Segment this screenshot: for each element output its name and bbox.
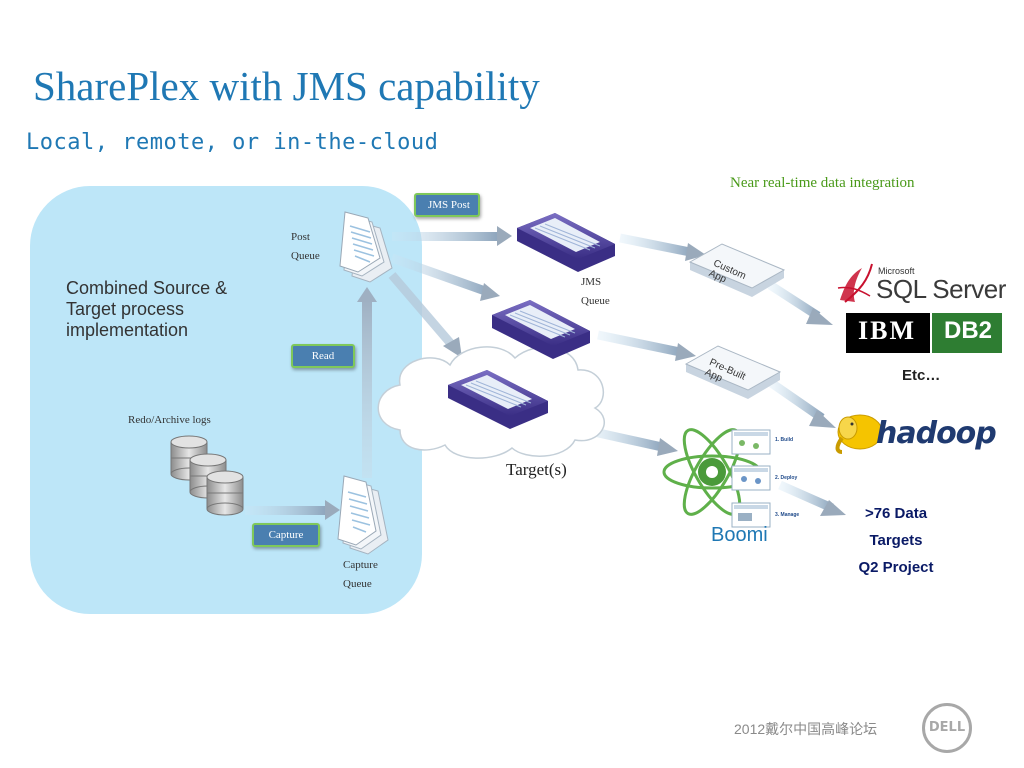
hadoop-elephant-icon (835, 414, 883, 454)
ibm-wordmark: IBM (858, 316, 916, 345)
custom-app-tile (688, 243, 786, 297)
targets-label: Target(s) (506, 460, 567, 479)
capture-arrow (245, 500, 340, 520)
boomi-steps-panel (731, 429, 771, 528)
boomi-step-deploy: 2. Deploy (775, 475, 798, 481)
slide-title: SharePlex with JMS capability (33, 63, 540, 109)
dell-logo-wordmark: DELL (928, 720, 966, 735)
boomi-label: Boomi (711, 524, 768, 546)
capture-queue-label: Capture Queue (343, 556, 378, 594)
near-realtime-annotation: Near real-time data integration (730, 175, 915, 191)
data-targets-line3: Q2 Project (858, 559, 934, 576)
post-queue-document-icon (339, 211, 393, 283)
capture-button[interactable]: Capture (252, 523, 320, 547)
app-to-target-arrows (767, 281, 846, 516)
ibm-db2-logo (846, 313, 1002, 353)
redo-logs-label: Redo/Archive logs (128, 414, 211, 426)
dell-logo: DELL (922, 703, 972, 753)
db2-wordmark: DB2 (944, 317, 993, 344)
prebuilt-app-tile (684, 345, 782, 399)
sql-server-logo (837, 263, 873, 303)
redo-logs-database-icon (170, 435, 244, 516)
boomi-step-build: 1. Build (775, 437, 794, 443)
capture-queue-document-icon (337, 475, 389, 555)
data-targets-note: >76 Data Targets Q2 Project (836, 500, 956, 581)
data-targets-line1: >76 Data (864, 505, 928, 522)
etc-label: Etc… (902, 367, 941, 384)
hadoop-wordmark: hadoop (876, 416, 997, 451)
jms-queue-label: JMS Queue (581, 273, 610, 311)
post-queue-label-line1: Post (291, 231, 310, 243)
jms-queue-cloud (448, 370, 548, 429)
data-targets-line2: Targets (869, 532, 923, 549)
boomi-step-manage: 3. Manage (775, 512, 800, 518)
jms-post-button[interactable]: JMS Post (414, 193, 480, 217)
slide-subtitle: Local, remote, or in-the-cloud (26, 130, 439, 155)
read-button[interactable]: Read (291, 344, 355, 368)
microsoft-wordmark: Microsoft (878, 266, 915, 276)
post-queue-label: Post Queue (291, 228, 320, 266)
capture-queue-label-line1: Capture (343, 559, 378, 571)
capture-queue-label-line2: Queue (343, 578, 372, 590)
combined-source-target-label: Combined Source & Target process impleme… (66, 278, 228, 340)
sql-server-wordmark: SQL Server (876, 274, 1006, 304)
jms-queue-top (517, 213, 615, 272)
post-queue-label-line2: Queue (291, 250, 320, 262)
footer-text: 2012戴尔中国高峰论坛 (734, 721, 878, 737)
jms-queue-label-line1: JMS (581, 276, 602, 288)
jms-post-arrows (388, 226, 512, 358)
jms-queue-label-line2: Queue (581, 295, 610, 307)
jms-queue-middle (492, 300, 590, 359)
read-arrow (357, 287, 377, 478)
